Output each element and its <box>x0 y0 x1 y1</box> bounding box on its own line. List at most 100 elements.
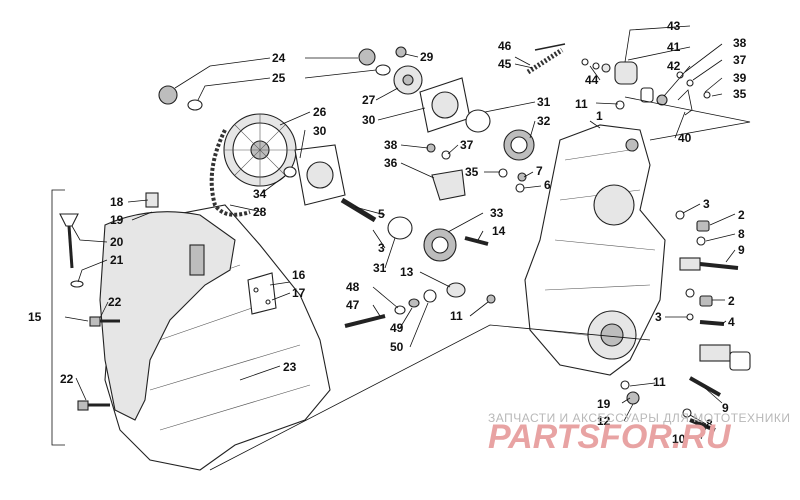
chaincase-housing <box>524 124 666 376</box>
access-plate <box>247 272 277 315</box>
plug-2a <box>696 220 710 232</box>
spacer-42 <box>656 94 668 106</box>
callout-42: 42 <box>667 59 681 73</box>
callout-5: 5 <box>378 207 385 221</box>
callout-16: 16 <box>292 268 306 282</box>
washer-44 <box>581 58 589 66</box>
callout-11: 11 <box>450 309 463 323</box>
callout-9: 9 <box>722 401 729 415</box>
callout-48: 48 <box>346 280 360 294</box>
callout-7: 7 <box>536 164 543 178</box>
bolt-9b <box>689 376 721 397</box>
callout-19: 19 <box>110 213 124 227</box>
callout-30: 30 <box>362 113 376 127</box>
bolt-10 <box>689 418 716 432</box>
callout-41: 41 <box>667 40 681 54</box>
callout-23: 23 <box>283 360 297 374</box>
callout-28: 28 <box>253 205 267 219</box>
nut-top <box>358 48 376 66</box>
bearing-lower-bore <box>431 236 449 254</box>
dipstick-rod <box>67 225 74 269</box>
washer-44c <box>601 63 611 73</box>
washer-34 <box>283 166 297 178</box>
tensioner-roller <box>614 61 638 85</box>
washer-50 <box>423 289 437 303</box>
callout-38: 38 <box>384 138 398 152</box>
callout-6: 6 <box>544 178 551 192</box>
adjuster-shaft <box>699 344 751 371</box>
washer-35b <box>703 91 711 99</box>
callout-49: 49 <box>390 321 404 335</box>
roller-sleeve <box>640 87 654 103</box>
callout-34: 34 <box>253 187 267 201</box>
housing-lower-hub <box>600 323 624 347</box>
tensioner-arm <box>677 89 693 116</box>
drive-chain <box>209 129 251 217</box>
nut-24 <box>158 85 178 105</box>
housing-upper-bore <box>593 184 635 226</box>
callout-3: 3 <box>378 241 385 255</box>
cover-window <box>189 244 205 276</box>
callout-1: 1 <box>596 109 603 123</box>
callout-2: 2 <box>728 294 735 308</box>
o-ring <box>70 280 84 288</box>
callout-8: 8 <box>738 227 745 241</box>
nut-49 <box>408 298 420 308</box>
housing-boss <box>625 138 639 152</box>
callout-31: 31 <box>373 261 387 275</box>
washer-3a <box>675 210 685 220</box>
nut-38 <box>426 143 436 153</box>
bearing-upper-bore <box>510 136 528 154</box>
washer-44b <box>592 62 600 70</box>
callout-20: 20 <box>110 235 124 249</box>
leader-lines <box>64 25 751 471</box>
callout-38: 38 <box>733 36 747 50</box>
seal-lower <box>387 216 413 240</box>
callout-35: 35 <box>733 87 747 101</box>
callout-3: 3 <box>703 197 710 211</box>
bolt-9a <box>679 257 739 271</box>
nut-7 <box>517 172 527 182</box>
bushing-13 <box>446 282 466 298</box>
watermark-brand: PARTSFOR.RU <box>488 418 732 456</box>
callout-39: 39 <box>733 71 747 85</box>
callout-11: 11 <box>575 97 588 111</box>
callout-14: 14 <box>492 224 506 238</box>
bolt-4 <box>699 320 725 326</box>
washer-8a <box>696 236 706 246</box>
callout-46: 46 <box>498 39 512 53</box>
washer-35 <box>498 168 508 178</box>
washer-8b <box>682 408 692 418</box>
plate-screw <box>253 287 259 293</box>
callout-22: 22 <box>108 295 122 309</box>
callout-13: 13 <box>400 265 414 279</box>
callout-40: 40 <box>678 131 692 145</box>
shaft-5 <box>340 197 377 223</box>
callout-47: 47 <box>346 298 360 312</box>
callout-4: 4 <box>728 315 735 329</box>
callout-10: 10 <box>672 432 686 446</box>
dipstick-head <box>59 213 79 227</box>
bolt-22a <box>89 316 120 327</box>
callout-32: 32 <box>537 114 551 128</box>
plug-2b <box>699 295 713 307</box>
callout-21: 21 <box>110 253 124 267</box>
nut-11-lower <box>486 294 496 304</box>
callout-25: 25 <box>272 71 286 85</box>
large-sprocket <box>223 113 297 187</box>
callout-19: 19 <box>597 397 611 411</box>
callout-18: 18 <box>110 195 124 209</box>
seal-upper <box>465 109 491 133</box>
washer-25 <box>187 99 203 111</box>
bolt-22b <box>77 400 110 411</box>
plug-19 <box>626 391 640 405</box>
chain-tension-spring <box>526 43 566 75</box>
callout-11: 11 <box>653 375 666 389</box>
tensioner-bracket <box>431 169 466 201</box>
nut-11b <box>620 380 630 390</box>
callout-37: 37 <box>460 138 474 152</box>
washer-6 <box>515 183 525 193</box>
callout-30: 30 <box>313 124 327 138</box>
drawing-layer <box>51 43 751 471</box>
